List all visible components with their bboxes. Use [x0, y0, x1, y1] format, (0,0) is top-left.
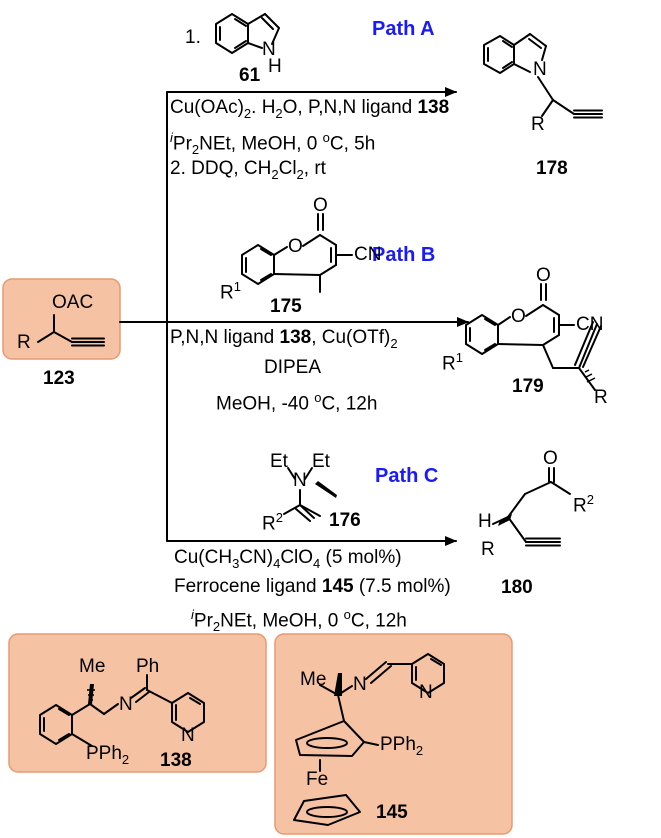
- conditions-c-line1: Cu(CH3CN)4ClO4 (5 mol%): [174, 547, 402, 571]
- c180-r: R: [481, 539, 495, 560]
- compound-number-138: 138: [160, 750, 192, 771]
- hash-bonds: [87, 369, 596, 701]
- coumarin-175-structure: [241, 213, 353, 293]
- stereo-bonds: [88, 481, 512, 704]
- c138-me: Me: [79, 656, 106, 677]
- conditions-c-line2: Ferrocene ligand 145 (7.5 mol%): [174, 576, 451, 597]
- c61-h: H: [268, 56, 282, 77]
- compound-number-123: 123: [43, 368, 75, 389]
- c175-r1: R1: [220, 279, 241, 304]
- c179-r: R: [594, 387, 608, 408]
- product-180-structure: [492, 467, 571, 547]
- c138-n-pyridine: N: [181, 725, 195, 746]
- conditions-a-line2: iPr2NEt, MeOH, 0 oC, 5h: [170, 130, 376, 158]
- c175-o-carbonyl: O: [313, 195, 328, 216]
- conditions-b-line3: MeOH, -40 oC, 12h: [216, 390, 378, 415]
- compound-number-179: 179: [512, 376, 544, 397]
- c138-pph2: PPh2: [86, 743, 130, 767]
- c175-o-ring: O: [288, 236, 303, 257]
- ligand-138-box: [8, 633, 267, 773]
- compound-number-145: 145: [376, 802, 408, 823]
- c145-pph2: PPh2: [380, 734, 424, 758]
- c145-n-pyridine: N: [419, 682, 433, 703]
- indole-61-structure: [215, 13, 280, 54]
- compound-number-61: 61: [239, 65, 261, 86]
- c61-n: N: [262, 39, 276, 60]
- conditions-a-line1: Cu(OAc)2. H2O, P,N,N ligand 138: [170, 97, 450, 121]
- c176-r2: R2: [262, 510, 283, 535]
- c123-oac: OAC: [52, 292, 94, 313]
- path-c-label: Path C: [375, 465, 439, 487]
- c176-n: N: [293, 470, 307, 491]
- conditions-b-line2: DIPEA: [264, 357, 322, 378]
- c138-ph: Ph: [136, 656, 160, 677]
- conditions-a-line3: 2. DDQ, CH2Cl2, rt: [170, 158, 326, 182]
- c179-r1: R1: [442, 350, 463, 375]
- ligand-145-box: [274, 633, 513, 835]
- c179-cn: CN: [576, 314, 604, 335]
- c123-r: R: [17, 332, 31, 353]
- enamine-176-structure: [283, 467, 321, 522]
- c180-h: H: [478, 511, 492, 532]
- c178-r: R: [531, 114, 545, 135]
- path-a-label: Path A: [372, 18, 435, 40]
- c175-cn: CN: [354, 244, 382, 265]
- c145-n-imine: N: [353, 674, 367, 695]
- c176-et-left: Et: [270, 451, 288, 472]
- c138-n-imine: N: [119, 694, 133, 715]
- step-1-label: 1.: [185, 27, 201, 48]
- ligand-138-structure: [39, 674, 205, 747]
- c179-o-carbonyl: O: [536, 265, 551, 286]
- product-179-structure: [465, 283, 602, 391]
- c180-r2: R2: [573, 492, 594, 517]
- c180-o: O: [543, 448, 558, 469]
- c178-n: N: [533, 59, 547, 80]
- compound-number-180: 180: [501, 577, 533, 598]
- compound-number-178: 178: [536, 158, 568, 179]
- c145-me: Me: [300, 669, 327, 690]
- path-b-label: Path B: [372, 244, 436, 266]
- c179-o-ring: O: [511, 306, 526, 327]
- conditions-b-line1: P,N,N ligand 138, Cu(OTf)2: [170, 327, 398, 351]
- compound-number-175: 175: [270, 296, 302, 317]
- conditions-c-line3: iPr2NEt, MeOH, 0 oC, 12h: [191, 607, 407, 635]
- product-178-structure: [483, 33, 603, 119]
- c176-et-right: Et: [312, 451, 330, 472]
- compound-123-structure: [37, 314, 105, 347]
- c145-fe: Fe: [306, 769, 329, 790]
- compound-number-176: 176: [329, 510, 361, 531]
